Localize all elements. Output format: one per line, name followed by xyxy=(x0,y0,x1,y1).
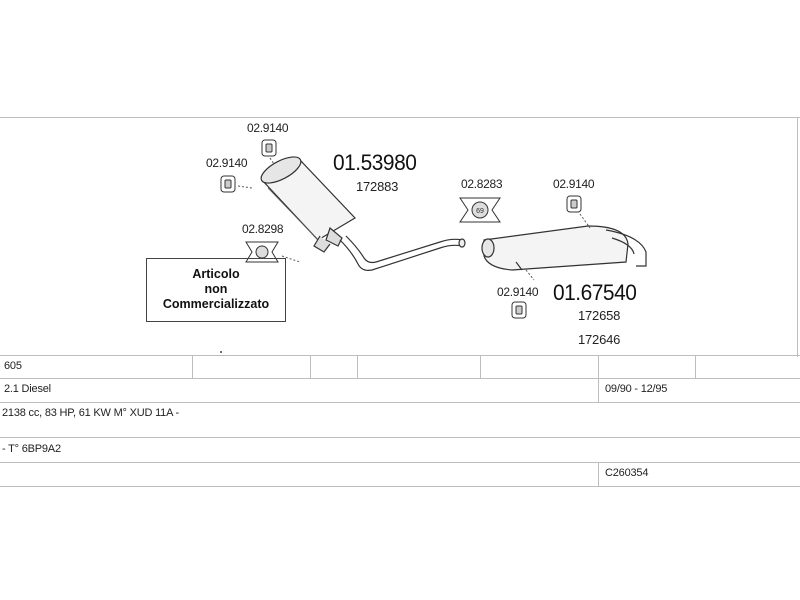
svg-text:69: 69 xyxy=(476,208,484,215)
label-clamp-right-top: 02.9140 xyxy=(553,177,595,191)
notice-line-1: Articolo xyxy=(192,267,240,281)
clamp-icon-left xyxy=(220,175,253,193)
label-gasket-middle: 02.8283 xyxy=(461,177,503,191)
table-line-4 xyxy=(0,437,800,438)
not-available-notice: Articolo non Commercializzato xyxy=(146,258,286,322)
label-clamp-right-bottom: 02.9140 xyxy=(497,285,539,299)
table-cell-model: 605 xyxy=(4,360,22,372)
diagram-right-border xyxy=(797,117,798,357)
label-rear-muffler-ref: 172883 xyxy=(356,179,399,194)
gasket-icon-middle: 69 xyxy=(459,197,501,223)
table-cell-code: C260354 xyxy=(605,467,649,479)
table-col-divider-4 xyxy=(480,355,481,378)
notice-line-3: Commercializzato xyxy=(162,297,270,311)
clamp-icon-right-bottom xyxy=(511,269,535,319)
rear-muffler xyxy=(260,156,356,253)
table-col-divider-6 xyxy=(695,355,696,378)
clamp-icon-top xyxy=(261,139,277,165)
table-col-divider-3 xyxy=(357,355,358,378)
table-line-6 xyxy=(0,486,800,487)
label-clamp-left: 02.9140 xyxy=(206,156,248,170)
gasket-icon-lower-left xyxy=(245,241,301,263)
table-col-divider-5 xyxy=(598,355,599,402)
table-cell-engine: 2.1 Diesel xyxy=(4,383,51,395)
table-cell-specs: 2138 cc, 83 HP, 61 KW M° XUD 11A - xyxy=(2,407,179,419)
table-line-3 xyxy=(0,402,800,403)
table-cell-type: - T° 6BP9A2 xyxy=(2,443,61,455)
label-front-muffler-code: 01.67540 xyxy=(553,280,637,305)
table-col-divider-2 xyxy=(310,355,311,378)
label-gasket-lower-left: 02.8298 xyxy=(242,222,284,236)
center-pipe xyxy=(339,235,466,271)
table-line-5 xyxy=(0,462,800,463)
table-cell-years: 09/90 - 12/95 xyxy=(605,383,668,395)
label-front-muffler-ref-1: 172658 xyxy=(578,308,621,323)
table-line-1 xyxy=(0,355,800,356)
front-muffler xyxy=(481,225,647,271)
stray-mark xyxy=(220,351,222,353)
clamp-icon-right-top xyxy=(566,195,591,229)
label-clamp-top: 02.9140 xyxy=(247,121,289,135)
label-rear-muffler-code: 01.53980 xyxy=(333,150,417,175)
table-line-2 xyxy=(0,378,800,379)
diagram-top-border xyxy=(0,117,800,118)
table-col-divider-1 xyxy=(192,355,193,378)
table-col-divider-7 xyxy=(598,462,599,486)
notice-line-2: non xyxy=(204,282,228,296)
label-front-muffler-ref-2: 172646 xyxy=(578,332,621,347)
